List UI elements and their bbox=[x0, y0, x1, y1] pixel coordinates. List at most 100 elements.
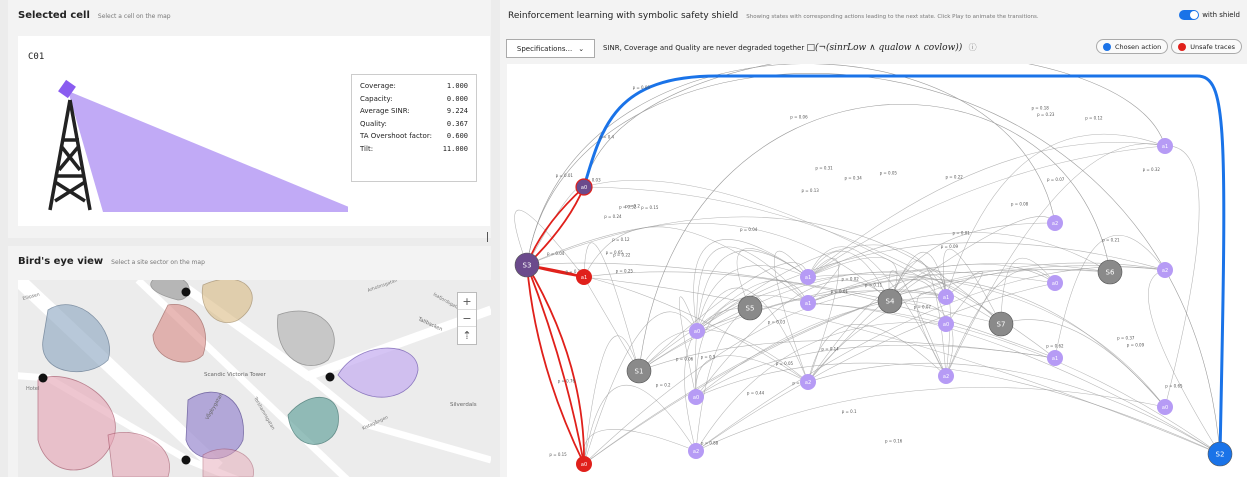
rl-shield-panel: Reinforcement learning with symbolic saf… bbox=[500, 0, 1247, 477]
zoom-out-button[interactable]: − bbox=[458, 310, 476, 327]
transition-edge bbox=[1148, 269, 1221, 455]
stat-row: Quality:0.367 bbox=[360, 118, 468, 131]
transition-edge bbox=[889, 216, 1056, 302]
transition-edge bbox=[583, 242, 640, 372]
sector-shape bbox=[185, 391, 244, 460]
edge-probability-label: p = 0.52 bbox=[619, 205, 637, 210]
action-node-label: a0 bbox=[694, 329, 700, 335]
edge-probability-label: p = 0.08 bbox=[1011, 202, 1029, 207]
compass-icon[interactable]: ⇡ bbox=[462, 329, 472, 342]
legend-dot-icon bbox=[1103, 42, 1112, 51]
edge-probability-label: p = 0.23 bbox=[1037, 112, 1055, 117]
legend-chosen-action[interactable]: Chosen action bbox=[1096, 39, 1169, 54]
stat-value: 11.000 bbox=[442, 144, 468, 153]
transition-edge bbox=[888, 270, 947, 377]
transition-edge bbox=[807, 262, 841, 304]
info-icon[interactable]: ⓘ bbox=[968, 43, 977, 52]
edge-probability-label: p = 0.62 bbox=[1046, 343, 1064, 348]
transition-edge bbox=[526, 222, 891, 302]
shield-toggle[interactable]: with shield bbox=[1179, 10, 1240, 20]
stat-label: Average SINR: bbox=[360, 107, 410, 115]
birds-eye-subtitle: Select a site sector on the map bbox=[111, 259, 205, 266]
legend-unsafe-traces[interactable]: Unsafe traces bbox=[1171, 39, 1242, 54]
specifications-dropdown[interactable]: Specifications... ⌄ bbox=[506, 39, 595, 58]
legend-label: Unsafe traces bbox=[1190, 42, 1235, 51]
action-node bbox=[688, 389, 704, 405]
edge-probability-label: p = 0.03 bbox=[583, 178, 601, 183]
transition-edge bbox=[526, 264, 809, 383]
map-zoom-controls: + − ⇡ bbox=[457, 292, 477, 345]
action-node bbox=[1047, 275, 1063, 291]
edge-probability-label: p = 0.24 bbox=[604, 214, 622, 219]
spec-formula: □(¬(sinrLow ∧ qualow ∧ covlow)) bbox=[806, 43, 963, 53]
chosen-action-edge bbox=[582, 74, 1226, 455]
edge-probability-label: p = 0.02 bbox=[842, 276, 860, 281]
edge-probability-label: p = 0.12 bbox=[612, 237, 630, 242]
action-node bbox=[688, 443, 704, 459]
transition-edge bbox=[526, 64, 1056, 266]
state-node-label: S5 bbox=[746, 305, 755, 313]
sector-shape bbox=[337, 347, 419, 398]
transition-edge bbox=[696, 246, 809, 332]
site-marker bbox=[325, 372, 335, 382]
action-node-label: a2 bbox=[1052, 221, 1058, 227]
map-label: Ellipsen bbox=[22, 292, 41, 302]
transition-edge bbox=[583, 64, 1166, 188]
rl-title: Reinforcement learning with symbolic saf… bbox=[508, 11, 739, 21]
zoom-in-button[interactable]: + bbox=[458, 293, 476, 310]
transition-edge bbox=[807, 279, 947, 383]
action-node bbox=[1157, 262, 1173, 278]
sector-shape bbox=[152, 303, 206, 363]
shield-toggle-label: with shield bbox=[1202, 11, 1240, 19]
action-node bbox=[800, 295, 816, 311]
toggle-switch-icon[interactable] bbox=[1179, 10, 1200, 20]
transition-edge bbox=[945, 133, 1166, 298]
site-map[interactable]: Scandic Victoria Tower Silverdals Tallba… bbox=[18, 280, 491, 477]
transition-edge bbox=[695, 322, 947, 452]
sector-shape bbox=[201, 280, 253, 323]
action-node-label: a1 bbox=[1052, 356, 1058, 362]
edge-probability-label: p = 0.06 bbox=[676, 357, 694, 362]
stat-label: Coverage: bbox=[360, 82, 396, 90]
graph-canvas[interactable]: p = 0.01p = 0.2p = 0.03p = 0.11p = 0.16p… bbox=[507, 64, 1247, 477]
action-node-label: a0 bbox=[943, 322, 949, 328]
transition-edge bbox=[582, 429, 697, 465]
chevron-down-icon: ⌄ bbox=[578, 44, 585, 53]
transition-edge bbox=[807, 257, 898, 302]
transition-edge bbox=[807, 232, 1111, 278]
edge-probability-label: p = 0.65 bbox=[1165, 384, 1183, 389]
sector-shape bbox=[277, 310, 335, 366]
transition-edge bbox=[945, 143, 1166, 377]
action-node-label: a0 bbox=[1052, 281, 1058, 287]
transition-edge bbox=[638, 104, 1111, 372]
transition-edge bbox=[807, 142, 1166, 278]
state-node-label: S6 bbox=[1106, 269, 1115, 277]
action-node-label: a0 bbox=[693, 395, 699, 401]
transition-edge bbox=[583, 271, 1056, 359]
transition-edge bbox=[807, 278, 1166, 408]
edge-probability-label: p = 0.13 bbox=[802, 188, 820, 193]
edge-probability-label: p = 0.01 bbox=[953, 231, 971, 236]
edge-probability-label: p = 0.05 bbox=[776, 361, 794, 366]
transition-edge bbox=[889, 260, 947, 377]
map-label: Arholmsgatan bbox=[367, 280, 399, 294]
selected-cell-subtitle: Select a cell on the map bbox=[97, 13, 171, 20]
transition-edge bbox=[695, 355, 809, 398]
edge-probability-label: p = 0.27 bbox=[566, 269, 584, 274]
spec-text: SINR, Coverage and Quality are never deg… bbox=[603, 44, 805, 52]
edge-probability-label: p = 0.31 bbox=[815, 166, 833, 171]
transition-edge bbox=[695, 345, 1056, 398]
map-canvas[interactable]: Scandic Victoria Tower Silverdals Tallba… bbox=[18, 280, 491, 477]
stat-row: Tilt:11.000 bbox=[360, 143, 468, 156]
state-node-label: S7 bbox=[997, 321, 1006, 329]
panel-splitter[interactable] bbox=[487, 232, 488, 242]
edge-probability-label: p = 0.01 bbox=[556, 173, 574, 178]
edge-probability-label: p = 0.44 bbox=[747, 390, 765, 395]
transition-edge bbox=[889, 269, 947, 302]
action-node-label: a2 bbox=[805, 380, 811, 386]
transition-edge bbox=[807, 263, 1111, 304]
spec-description: SINR, Coverage and Quality are never deg… bbox=[603, 42, 977, 53]
edge-probability-label: p = 0.15 bbox=[641, 205, 659, 210]
edge-probability-label: p = 0.4 bbox=[599, 135, 614, 140]
